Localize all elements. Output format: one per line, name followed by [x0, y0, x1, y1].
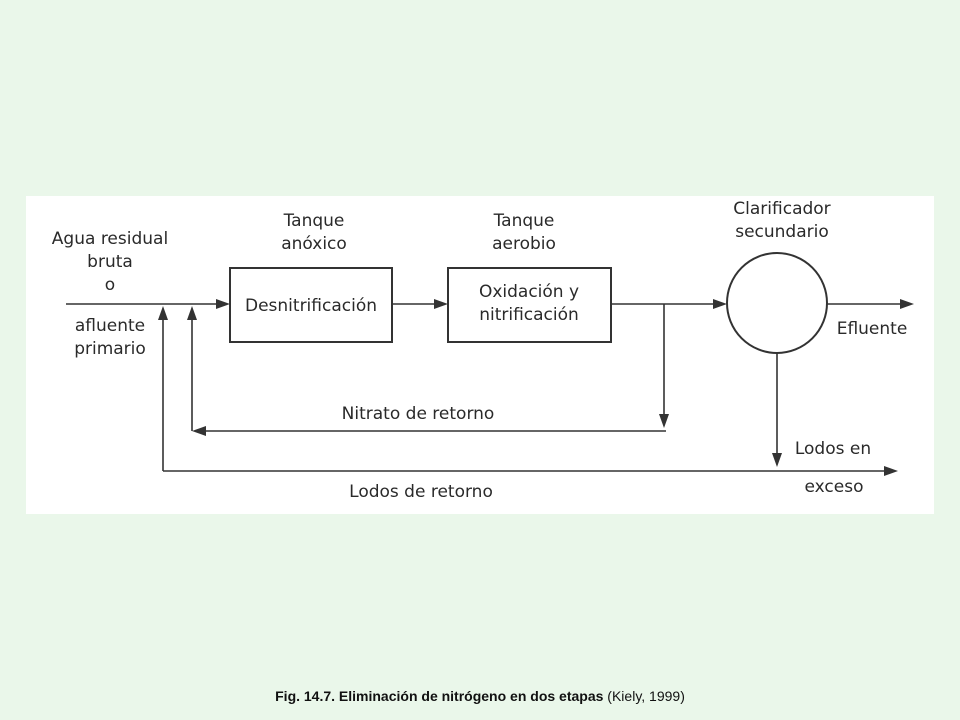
sludge-return-label: Lodos de retorno: [349, 482, 493, 502]
nitrate-return-arrowhead: [192, 426, 206, 436]
tank2-title-line2: aerobio: [492, 234, 556, 254]
caption-citation: (Kiely, 1999): [603, 688, 685, 704]
tank2-box-label-line2: nitrificación: [479, 305, 579, 325]
effluent-arrowhead: [900, 299, 914, 309]
input-label-line4: afluente: [75, 316, 145, 336]
effluent-label: Efluente: [837, 319, 908, 339]
caption-title: Fig. 14.7. Eliminación de nitrógeno en d…: [275, 688, 604, 704]
input-label-line2: bruta: [87, 252, 133, 272]
tank2-box-label-line1: Oxidación y: [479, 282, 579, 302]
nitrate-return-up-arrowhead: [187, 306, 197, 320]
excess-sludge-arrowhead: [884, 466, 898, 476]
input-label: Agua residual bruta o afluente primario: [52, 229, 168, 359]
sludge-return-up-arrowhead: [158, 306, 168, 320]
diagram-canvas: Agua residual bruta o afluente primario …: [52, 199, 914, 502]
input-label-line3: o: [105, 275, 115, 295]
tank2-to-clarifier-arrowhead: [713, 299, 727, 309]
clarifier-title-line2: secundario: [735, 222, 829, 242]
inflow-arrowhead: [216, 299, 230, 309]
tank1-title-line1: Tanque: [283, 211, 345, 231]
process-diagram: Agua residual bruta o afluente primario …: [26, 196, 934, 514]
excess-sludge-label-line1: Lodos en: [795, 439, 871, 459]
input-label-line5: primario: [74, 339, 146, 359]
tank1-box: [229, 267, 393, 343]
tank1-to-tank2-arrowhead: [434, 299, 448, 309]
tank1-box-label: Desnitrificación: [245, 296, 377, 316]
nitrate-return-label: Nitrato de retorno: [342, 404, 495, 424]
clarifier-circle: [726, 252, 828, 354]
excess-sludge-label-line2: exceso: [805, 477, 864, 497]
figure-caption: Fig. 14.7. Eliminación de nitrógeno en d…: [0, 688, 960, 704]
clarifier-title-line1: Clarificador: [733, 199, 830, 219]
tank1-title-line2: anóxico: [281, 234, 347, 254]
tank2-box: [447, 267, 612, 343]
tank2-title-line1: Tanque: [493, 211, 555, 231]
input-label-line1: Agua residual: [52, 229, 168, 249]
nitrate-return-down-arrowhead: [659, 414, 669, 428]
underflow-arrowhead: [772, 453, 782, 467]
